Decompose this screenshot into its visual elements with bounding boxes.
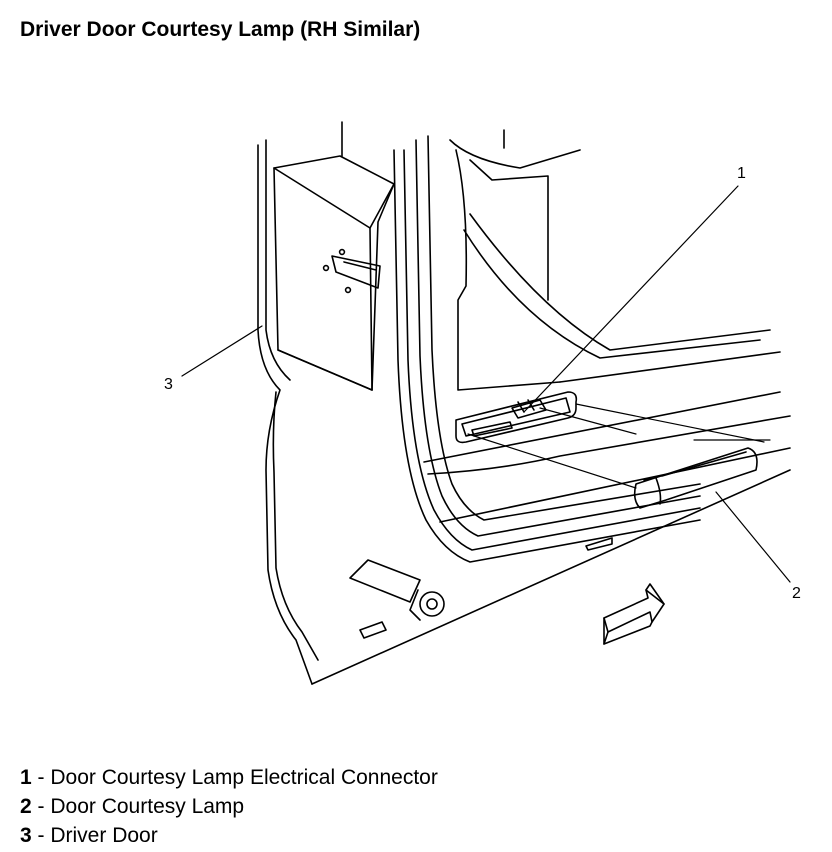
interior-trim xyxy=(449,129,781,391)
leader-line-3 xyxy=(181,325,263,377)
callout-number-1: 1 xyxy=(737,165,746,182)
driver-door xyxy=(257,121,791,685)
body-pillar xyxy=(393,135,701,563)
courtesy-lamp-electrical-connector xyxy=(511,399,547,419)
diagram-title: Driver Door Courtesy Lamp (RH Similar) xyxy=(20,18,421,41)
legend-separator: - xyxy=(31,766,51,789)
legend-text: Door Courtesy Lamp xyxy=(50,795,245,818)
leader-line-1 xyxy=(523,185,739,413)
door-latch-block xyxy=(273,155,395,391)
legend-item-3: 3 - Driver Door xyxy=(20,821,438,850)
callout-leader-lines xyxy=(181,185,791,583)
forward-arrow-icon xyxy=(603,583,665,645)
door-courtesy-lamp xyxy=(633,447,758,509)
legend-number: 3 xyxy=(20,824,32,847)
legend-item-2: 2 - Door Courtesy Lamp xyxy=(20,792,438,821)
door-sill xyxy=(423,391,791,551)
leader-line-2 xyxy=(715,491,791,583)
legend-text: Driver Door xyxy=(50,824,158,847)
legend: 1 - Door Courtesy Lamp Electrical Connec… xyxy=(20,763,438,850)
legend-separator: - xyxy=(31,824,51,847)
legend-text: Door Courtesy Lamp Electrical Connector xyxy=(50,766,438,789)
legend-number: 1 xyxy=(20,766,32,789)
callout-number-2: 2 xyxy=(792,585,801,602)
legend-item-1: 1 - Door Courtesy Lamp Electrical Connec… xyxy=(20,763,438,792)
callout-number-3: 3 xyxy=(164,376,173,393)
legend-separator: - xyxy=(31,795,51,818)
lower-door-details xyxy=(349,559,421,639)
hinge-bolt xyxy=(409,589,445,621)
legend-number: 2 xyxy=(20,795,32,818)
installation-guide-lines xyxy=(467,403,771,489)
